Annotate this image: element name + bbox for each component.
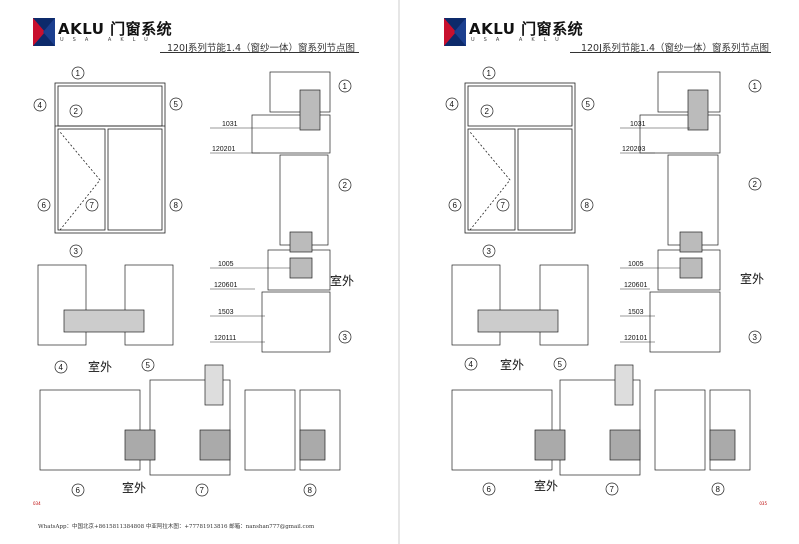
callout-group: 1 2 4 5 6 7 8 3 1 2 3 4 5 6 7 8 [33, 66, 352, 497]
callout-5-section: 5 [146, 361, 151, 370]
callout-8: 8 [585, 201, 590, 210]
room-outside-bottom: 室外 [534, 478, 558, 493]
callout-2: 2 [485, 107, 490, 116]
page-gutter [398, 0, 400, 544]
callout-1-section: 1 [343, 82, 348, 91]
part-label-1503: 1503 [218, 309, 234, 316]
callout-2-section: 2 [753, 180, 758, 189]
callout-3-section: 3 [343, 333, 348, 342]
callout-7-section: 7 [200, 486, 205, 495]
page-number: 034 [33, 501, 41, 506]
horizontal-section-mid [451, 264, 589, 346]
contact-footer: WhatsApp：中国北京+8615811384808 中亚阿拉木图：+7778… [38, 524, 315, 530]
callout-6: 6 [453, 201, 458, 210]
window-elevation [54, 82, 166, 234]
vertical-section [251, 71, 331, 353]
callout-5: 5 [174, 100, 179, 109]
callout-6-section: 6 [76, 486, 81, 495]
callout-6: 6 [42, 201, 47, 210]
callout-8-section: 8 [716, 485, 721, 494]
callout-group: 1 2 4 5 6 7 8 3 1 2 3 4 5 6 7 8 [445, 66, 762, 496]
brand-tagline: USA AKLU [60, 37, 157, 43]
part-label-1031: 1031 [222, 121, 238, 128]
callout-8-section: 8 [308, 486, 313, 495]
callout-5: 5 [586, 100, 591, 109]
title-rule [160, 52, 359, 53]
callout-3: 3 [487, 247, 492, 256]
catalog-page-left: AKLU 门窗系统 USA AKLU 120J系列节能1.4（窗纱一体）窗系列节… [0, 0, 399, 544]
room-outside-mid: 室外 [500, 357, 524, 372]
part-label-1031: 1031 [630, 121, 646, 128]
callout-7: 7 [501, 201, 506, 210]
callout-3-section: 3 [753, 333, 758, 342]
part-label-bottom: 120101 [624, 335, 647, 342]
callout-7-section: 7 [610, 485, 615, 494]
title-rule [570, 52, 771, 53]
callout-2: 2 [74, 107, 79, 116]
callout-4-section: 4 [469, 360, 474, 369]
page-title: 120J系列节能1.4（窗纱一体）窗系列节点图 [580, 43, 769, 54]
room-outside-mid: 室外 [88, 359, 112, 374]
callout-8: 8 [174, 201, 179, 210]
room-outside-right: 室外 [330, 273, 354, 288]
brand-tagline: USA AKLU [471, 37, 568, 43]
horizontal-section-mid [37, 264, 174, 346]
room-outside-bottom: 室外 [122, 480, 146, 495]
part-label-bottom: 120111 [214, 335, 236, 342]
node-diagram: 1031 120201 1005 120601 1503 120111 室外 室… [33, 66, 354, 497]
callout-5-section: 5 [558, 360, 563, 369]
horizontal-section-bottom [39, 364, 341, 476]
callout-1-section: 1 [753, 82, 758, 91]
catalog-page-right: AKLU 门窗系统 USA AKLU 120J系列节能1.4（窗纱一体）窗系列节… [400, 0, 799, 544]
part-label-mid: 120203 [622, 146, 645, 153]
vertical-section [639, 71, 721, 353]
aklu-logo-mark-icon [444, 18, 466, 46]
node-diagram: 1031 120203 1005 120601 1503 120101 室外 室… [445, 66, 764, 496]
part-label-120601: 120601 [624, 282, 647, 289]
callout-2-section: 2 [343, 181, 348, 190]
callout-1: 1 [487, 69, 492, 78]
callout-6-section: 6 [487, 485, 492, 494]
part-label-mid: 120201 [212, 146, 235, 153]
callout-4: 4 [450, 100, 455, 109]
callout-1: 1 [76, 69, 81, 78]
callout-4: 4 [38, 101, 43, 110]
window-elevation [464, 82, 576, 234]
part-label-1503: 1503 [628, 309, 644, 316]
part-label-1005: 1005 [218, 261, 234, 268]
brand-name: AKLU 门窗系统 [58, 20, 173, 38]
callout-7: 7 [90, 201, 95, 210]
part-label-120601: 120601 [214, 282, 237, 289]
callout-3: 3 [74, 247, 79, 256]
brand-name: AKLU 门窗系统 [469, 20, 584, 38]
horizontal-section-bottom [451, 364, 751, 476]
part-label-1005: 1005 [628, 261, 644, 268]
aklu-logo-mark-icon [33, 18, 55, 46]
room-outside-right: 室外 [740, 271, 764, 286]
page-number: 035 [759, 501, 767, 506]
page-title: 120J系列节能1.4（窗纱一体）窗系列节点图 [166, 43, 355, 54]
callout-4-section: 4 [59, 363, 64, 372]
